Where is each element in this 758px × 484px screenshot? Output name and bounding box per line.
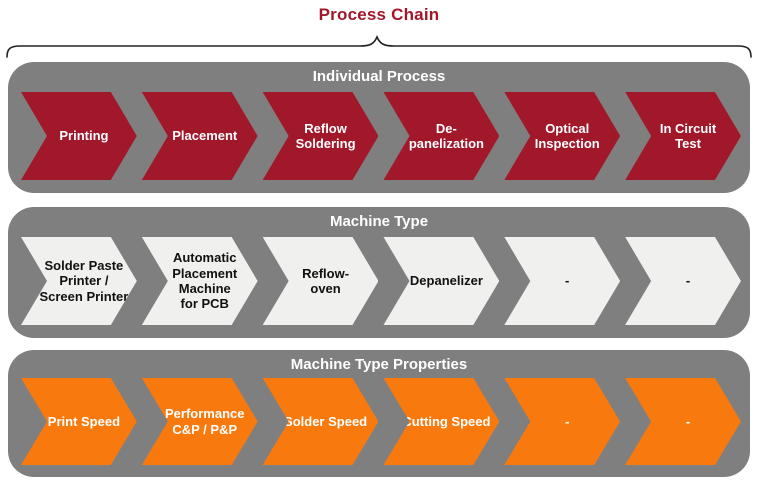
chevron-step: Cutting Speed [383,378,499,465]
chevron-step: Print Speed [21,378,137,465]
band-title: Machine Type [329,213,429,230]
chevron-step: Printing [21,92,137,180]
chevron-row: Printing Placement Reflow Soldering De- … [21,92,741,180]
chevron-step: - [625,237,741,325]
chevron-step: Depanelizer [383,237,499,325]
chevron-step: Solder Paste Printer / Screen Printer [21,237,137,325]
band-individual-process: Individual Process Printing Placement Re… [8,62,750,193]
chevron-step: Solder Speed [263,378,379,465]
chevron-row: Solder Paste Printer / Screen Printer Au… [21,237,741,325]
band-title: Individual Process [312,68,446,85]
chevron-step: - [625,378,741,465]
brace-icon [6,34,752,58]
chevron-step: Reflow Soldering [263,92,379,180]
chevron-row: Print Speed Performance C&P / P&P Solder… [21,378,741,465]
chevron-step: In Circuit Test [625,92,741,180]
chevron-step: Reflow- oven [263,237,379,325]
chevron-step: Performance C&P / P&P [142,378,258,465]
chevron-step: - [504,237,620,325]
band-machine-type-properties: Machine Type Properties Print Speed Perf… [8,350,750,477]
chevron-step: - [504,378,620,465]
band-title: Machine Type Properties [290,356,468,373]
chevron-step: Automatic Placement Machine for PCB [142,237,258,325]
chevron-step: Placement [142,92,258,180]
chevron-step: De- panelization [383,92,499,180]
page-title: Process Chain [318,5,440,24]
chevron-step: Optical Inspection [504,92,620,180]
band-machine-type: Machine Type Solder Paste Printer / Scre… [8,207,750,338]
